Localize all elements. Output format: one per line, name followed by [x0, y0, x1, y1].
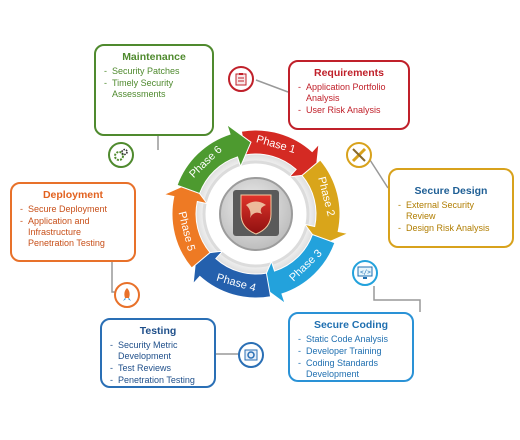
clipboard-icon	[228, 66, 254, 92]
gears-icon	[108, 142, 134, 168]
shield-gear-icon	[238, 342, 264, 368]
secure-design-title: Secure Design	[414, 185, 488, 197]
requirements-box: Requirements Application Portfolio Analy…	[288, 60, 410, 130]
shield-emblem	[246, 201, 266, 218]
pencil-ruler-icon	[346, 142, 372, 168]
requirements-title: Requirements	[313, 67, 385, 79]
phase-arrow-6	[176, 123, 252, 195]
deployment-box: Deployment Secure Deployment Application…	[10, 182, 136, 262]
deployment-item: Application and Infrastructure Penetrati…	[20, 216, 126, 249]
secure-design-item: External Security Review	[398, 200, 504, 222]
secure-coding-box: Secure Coding Static Code Analysis Devel…	[288, 312, 414, 382]
maintenance-item: Security Patches	[104, 66, 204, 77]
svg-text:</>: </>	[360, 269, 371, 276]
maintenance-box: Maintenance Security Patches Timely Secu…	[94, 44, 214, 136]
secure-design-box: Secure Design External Security Review D…	[388, 168, 514, 248]
requirements-item: Application Portfolio Analysis	[298, 82, 400, 104]
testing-item: Penetration Testing	[110, 375, 206, 386]
secure-coding-item: Developer Training	[298, 346, 404, 357]
testing-item: Test Reviews	[110, 363, 206, 374]
testing-item: Security Metric Development	[110, 340, 206, 362]
monitor-code-icon: </>	[352, 260, 378, 286]
maintenance-title: Maintenance	[122, 51, 186, 63]
connector-lines	[111, 79, 421, 355]
testing-title: Testing	[139, 325, 177, 337]
secure-design-item: Design Risk Analysis	[398, 223, 504, 234]
testing-box: Testing Security Metric Development Test…	[100, 318, 216, 388]
secure-coding-item: Coding Standards Development	[298, 358, 404, 380]
deployment-item: Secure Deployment	[20, 204, 126, 215]
secure-coding-title: Secure Coding	[313, 319, 389, 331]
rocket-icon	[114, 282, 140, 308]
requirements-item: User Risk Analysis	[298, 105, 400, 116]
maintenance-item: Timely Security Assessments	[104, 78, 204, 100]
secure-coding-item: Static Code Analysis	[298, 334, 404, 345]
deployment-title: Deployment	[42, 189, 104, 201]
